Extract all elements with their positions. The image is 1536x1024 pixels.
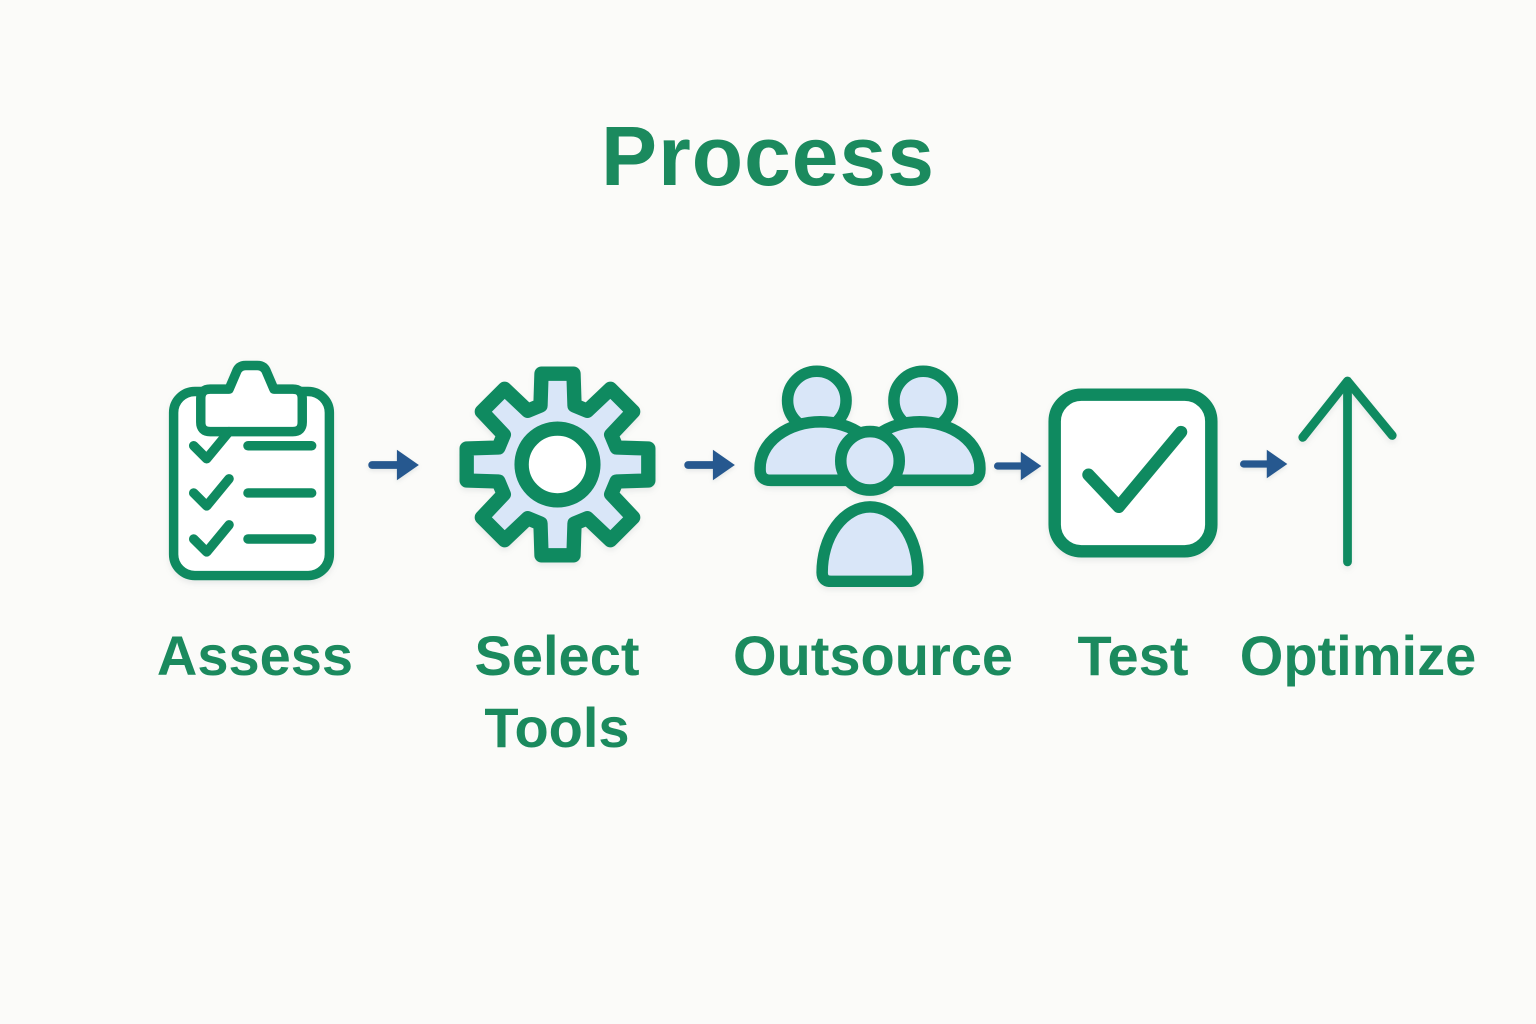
step-label-optimize: Optimize	[1239, 624, 1477, 687]
checkbox-checked-icon	[1044, 384, 1222, 562]
gear-icon	[455, 362, 660, 567]
step-label-test: Test	[1077, 624, 1189, 687]
arrow-right-icon	[1240, 444, 1290, 484]
team-icon	[753, 363, 987, 587]
page-title: Process	[601, 109, 935, 203]
arrow-right-icon	[368, 444, 422, 486]
arrow-right-icon	[684, 444, 738, 486]
arrow-right-icon	[994, 446, 1044, 486]
arrow-up-icon	[1294, 366, 1401, 572]
step-label-assess: Assess	[156, 624, 354, 687]
step-label-outsource: Outsource	[732, 624, 1014, 687]
clipboard-checklist-icon	[163, 348, 340, 586]
step-label-select-tools: Select Tools	[474, 624, 640, 759]
